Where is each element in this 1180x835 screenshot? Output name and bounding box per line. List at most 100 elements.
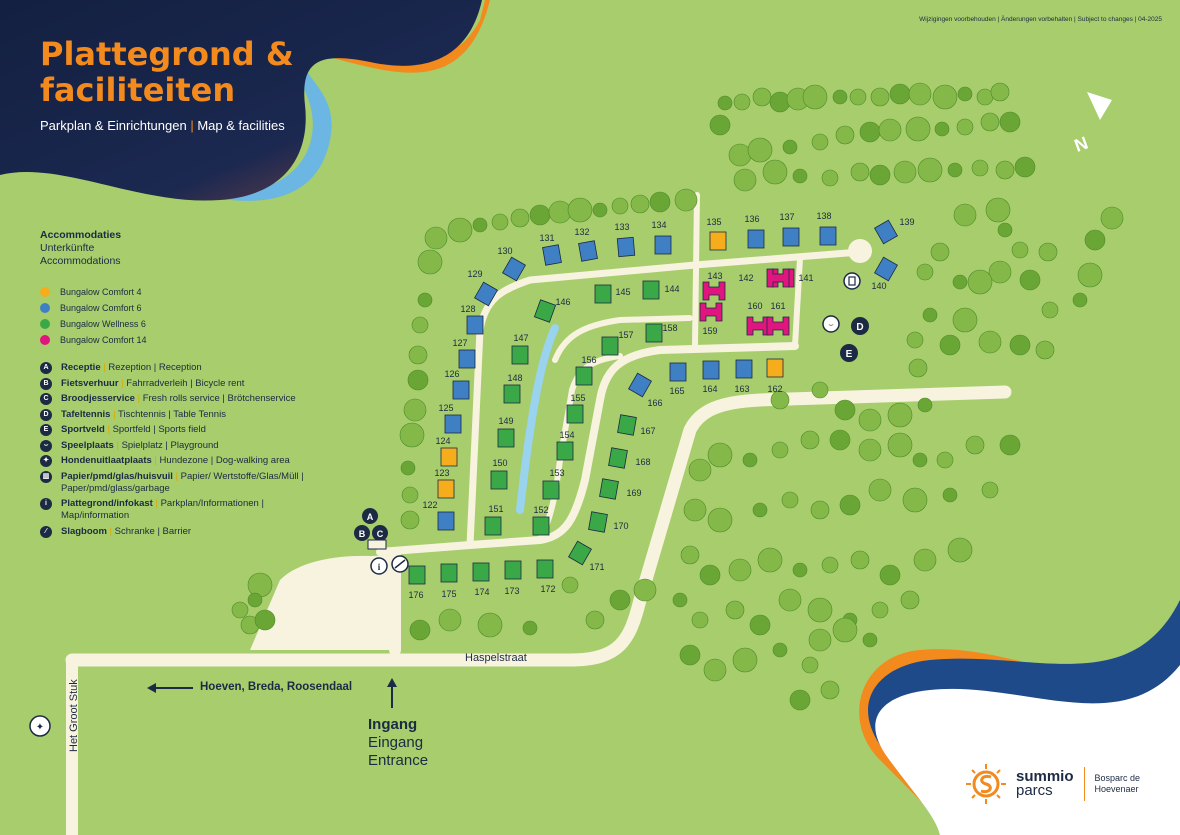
legend-heading-de: Unterkünfte: [40, 242, 95, 254]
tree-icon: [953, 203, 977, 227]
road-camp-main: [376, 342, 799, 556]
bungalow-145[interactable]: 145: [594, 284, 631, 304]
tree-icon: [905, 116, 931, 142]
bungalow-175[interactable]: 175: [440, 563, 458, 599]
bungalow-shape: [444, 414, 462, 434]
bungalow-127[interactable]: 127: [452, 338, 476, 369]
bungalow-171[interactable]: 171: [568, 540, 605, 572]
bungalow-174[interactable]: 174: [472, 562, 490, 597]
bungalow-153[interactable]: 153: [542, 468, 565, 500]
bungalow-148[interactable]: 148: [503, 373, 523, 404]
bungalow-150[interactable]: 150: [490, 458, 508, 490]
bungalow-number: 160: [747, 301, 762, 311]
facility-text: Plattegrond/infokast | Parkplan/Informat…: [61, 498, 264, 521]
bungalow-155[interactable]: 155: [566, 393, 586, 424]
bungalow-138[interactable]: 138: [816, 211, 837, 246]
bungalow-168[interactable]: 168: [608, 447, 651, 469]
bungalow-176[interactable]: 176: [408, 565, 426, 600]
bungalow-number: 152: [533, 505, 548, 515]
bungalow-147[interactable]: 147: [511, 333, 529, 365]
info-marker: i: [370, 557, 388, 575]
title-block: Plattegrond & faciliteiten Parkplan & Ei…: [40, 36, 300, 133]
tree-icon: [688, 458, 712, 482]
tree-icon: [889, 83, 911, 105]
bungalow-157[interactable]: 157: [601, 330, 634, 356]
bungalow-173[interactable]: 173: [504, 560, 522, 596]
bungalow-shape: [484, 516, 502, 536]
bungalow-170[interactable]: 170: [588, 511, 629, 533]
bungalow-162[interactable]: 162: [766, 358, 784, 394]
bungalow-136[interactable]: 136: [744, 214, 765, 249]
bungalow-167[interactable]: 167: [617, 414, 656, 436]
tree-icon: [917, 157, 943, 183]
bungalow-149[interactable]: 149: [497, 416, 515, 448]
bungalow-152[interactable]: 152: [532, 505, 550, 536]
bungalow-134[interactable]: 134: [651, 220, 672, 255]
bungalow-132[interactable]: 132: [574, 227, 598, 262]
legend-heading-en: Accommodations: [40, 255, 121, 267]
bungalow-144[interactable]: 144: [642, 280, 680, 300]
tree-icon: [870, 87, 890, 107]
tree-icon: [411, 316, 429, 334]
bungalow-169[interactable]: 169: [599, 478, 642, 500]
bungalow-137[interactable]: 137: [779, 212, 800, 247]
bungalow-160[interactable]: 160: [746, 301, 770, 336]
bungalow-172[interactable]: 172: [536, 559, 556, 594]
bungalow-129[interactable]: 129: [467, 269, 498, 307]
legend: Accommodaties Unterkünfte Accommodations…: [40, 229, 320, 541]
page-subtitle: Parkplan & Einrichtungen | Map & facilit…: [40, 118, 285, 133]
bungalow-130[interactable]: 130: [497, 246, 526, 282]
tree-icon: [1077, 262, 1103, 288]
bungalow-161[interactable]: 161: [766, 301, 790, 336]
bungalow-shape: [874, 256, 898, 282]
bungalow-135[interactable]: 135: [706, 217, 727, 251]
bungalow-shape: [617, 414, 637, 436]
bungalow-140[interactable]: 140: [871, 256, 898, 291]
bungalow-131[interactable]: 131: [539, 233, 562, 266]
bungalow-143[interactable]: 143: [702, 271, 726, 301]
bungalow-151[interactable]: 151: [484, 504, 504, 536]
road-entrance-plaza: [250, 555, 400, 650]
bungalow-126[interactable]: 126: [444, 369, 470, 400]
tree-icon: [548, 200, 572, 224]
bungalow-number: 149: [498, 416, 513, 426]
bungalow-122[interactable]: 122: [422, 500, 455, 531]
bungalow-number: 158: [662, 323, 677, 333]
tree-icon: [997, 222, 1013, 238]
bungalow-shape: [628, 372, 652, 398]
bungalow-166[interactable]: 166: [628, 372, 663, 408]
tree-icon: [839, 494, 861, 516]
facility-text: Fietsverhuur | Fahrradverleih | Bicycle …: [61, 377, 245, 389]
subtitle-de: Parkplan & Einrichtungen: [40, 118, 187, 133]
bungalow-128[interactable]: 128: [460, 304, 484, 335]
tree-icon: [990, 82, 1010, 102]
facility-text: Speelplaats | Spielplatz | Playground: [61, 439, 219, 451]
bungalow-123[interactable]: 123: [434, 468, 455, 499]
bungalow-125[interactable]: 125: [438, 403, 462, 434]
bungalow-142[interactable]: 142: [738, 268, 790, 288]
bungalow-164[interactable]: 164: [702, 360, 720, 394]
bungalow-shape: [601, 336, 619, 356]
tree-icon: [762, 159, 788, 185]
bungalow-163[interactable]: 163: [734, 359, 753, 394]
bungalow-156[interactable]: 156: [575, 355, 597, 386]
bungalow-146[interactable]: 146: [533, 297, 571, 323]
bungalow-shape: [702, 360, 720, 380]
bungalow-158[interactable]: 158: [645, 323, 678, 343]
tree-icon: [633, 578, 657, 602]
bungalow-139[interactable]: 139: [874, 217, 915, 245]
road-camp-north-spur: [692, 192, 700, 348]
bungalow-154[interactable]: 154: [556, 430, 575, 461]
bungalow-124[interactable]: 124: [435, 436, 458, 467]
tree-icon: [922, 307, 938, 323]
bungalow-shape: [568, 540, 592, 566]
tree-icon: [810, 500, 830, 520]
bungalow-165[interactable]: 165: [669, 362, 687, 396]
tree-icon: [1038, 242, 1058, 262]
bungalow-shape: [599, 478, 619, 500]
bungalow-159[interactable]: 159: [699, 302, 723, 336]
bungalow-133[interactable]: 133: [614, 222, 636, 258]
park-name: Bosparc de Hoevenaer: [1094, 773, 1141, 794]
